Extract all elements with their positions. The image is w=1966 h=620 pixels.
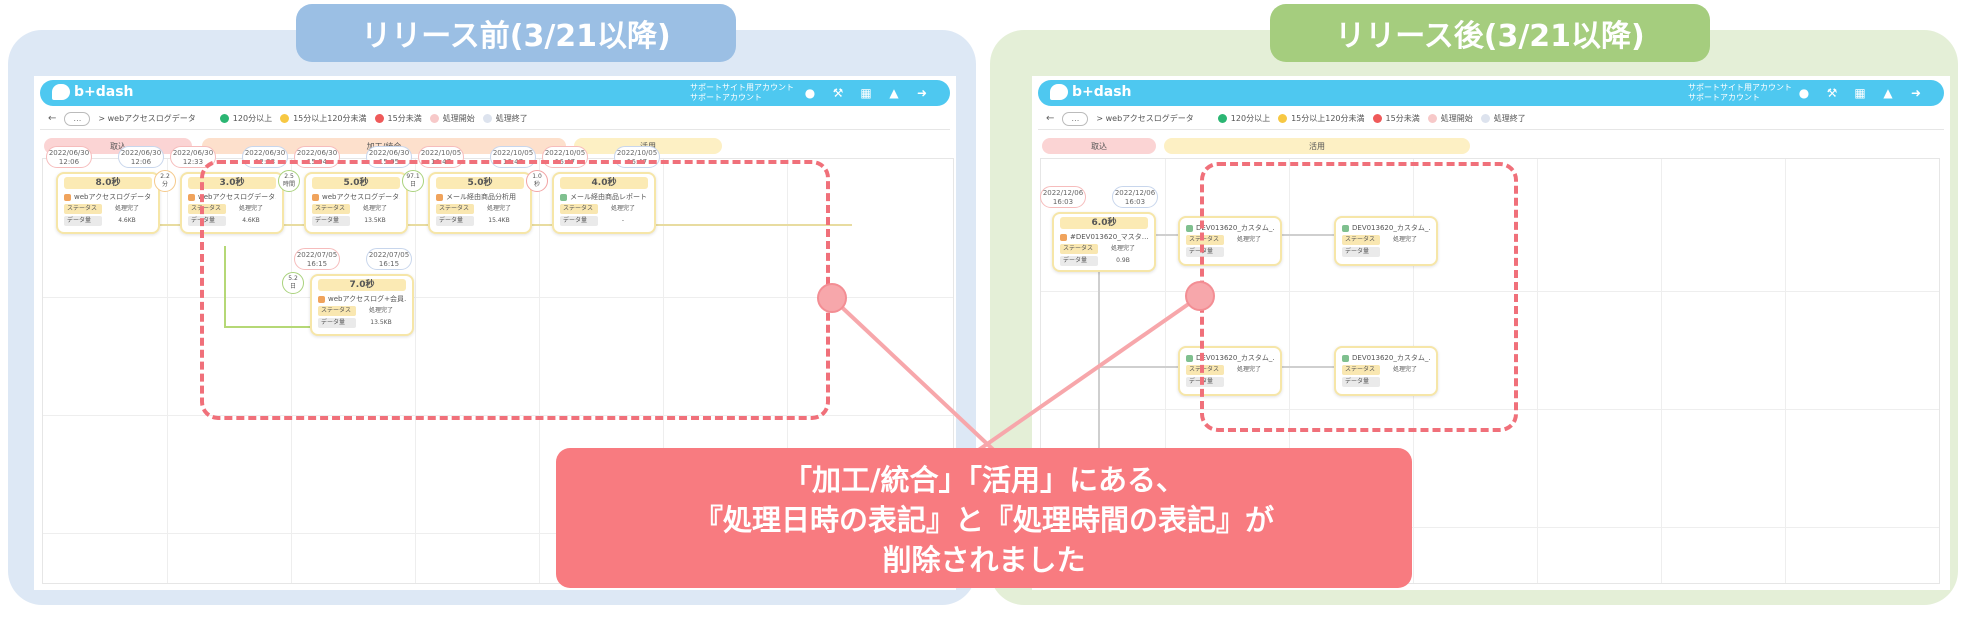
flow-card[interactable]: DEV013620_カスタム_… ステータス処理完了 データ量 bbox=[1334, 216, 1438, 266]
logo-icon bbox=[52, 84, 70, 100]
legend-item: 15分以上120分未満 bbox=[1278, 113, 1365, 124]
change-callout: 「加工/統合」「活用」にある、 『処理日時の表記』と『処理時間の表記』が 削除さ… bbox=[556, 448, 1412, 588]
logout-icon[interactable]: ➜ bbox=[1910, 86, 1922, 100]
chart-icon bbox=[1342, 354, 1349, 362]
grid-icon[interactable]: ▦ bbox=[860, 86, 872, 100]
breadcrumb: ← … > webアクセスログデータ 120分以上 15分以上120分未満 15… bbox=[40, 108, 950, 130]
end-time-label: 2022/12/06 16:03 bbox=[1112, 186, 1158, 208]
back-arrow-icon[interactable]: ← bbox=[1046, 113, 1055, 124]
flow-connector bbox=[224, 326, 310, 328]
chart-icon bbox=[560, 193, 567, 201]
legend-item: 15分未満 bbox=[374, 113, 422, 124]
folder-icon bbox=[188, 193, 195, 201]
bell-icon[interactable]: ● bbox=[1798, 86, 1810, 100]
bell-icon[interactable]: ● bbox=[804, 86, 816, 100]
megaphone-icon[interactable]: ▲ bbox=[889, 86, 899, 100]
start-time-label: 2022/12/06 16:03 bbox=[1040, 186, 1086, 208]
phase-use: 活用 bbox=[1164, 138, 1470, 154]
start-time-label: 2022/07/05 16:15 bbox=[294, 248, 340, 270]
account-info[interactable]: サポートサイト用アカウント サポートアカウント bbox=[1688, 83, 1792, 102]
flow-connector bbox=[1098, 266, 1100, 586]
end-time-label: 2022/06/30 12:06 bbox=[118, 146, 164, 168]
flow-card[interactable]: DEV013620_カスタム_… ステータス処理完了 データ量 bbox=[1334, 346, 1438, 396]
folder-icon bbox=[1060, 233, 1067, 241]
legend-item: 処理終了 bbox=[1480, 113, 1526, 124]
flow-canvas bbox=[1040, 158, 1940, 584]
legend-item: 処理開始 bbox=[1427, 113, 1473, 124]
interval-badge: 1.0 秒 bbox=[526, 170, 548, 192]
folder-icon bbox=[436, 193, 443, 201]
end-time-label: 2022/07/05 16:15 bbox=[366, 248, 412, 270]
legend-item: 処理開始 bbox=[429, 113, 475, 124]
more-button[interactable]: … bbox=[1062, 111, 1089, 126]
flow-card[interactable]: DEV013620_カスタム_… ステータス処理完了 データ量 bbox=[1178, 216, 1282, 266]
app-header: b+dash サポートサイト用アカウント サポートアカウント ● ⚒ ▦ ▲ ➜ bbox=[40, 80, 950, 106]
folder-icon bbox=[318, 295, 325, 303]
legend-item: 120分以上 bbox=[1217, 113, 1270, 124]
start-time-label: 2022/06/30 12:33 bbox=[170, 146, 216, 168]
account-info[interactable]: サポートサイト用アカウント サポートアカウント bbox=[690, 83, 794, 102]
back-arrow-icon[interactable]: ← bbox=[48, 113, 57, 124]
interval-badge: 97.1 日 bbox=[402, 170, 424, 192]
megaphone-icon[interactable]: ▲ bbox=[1883, 86, 1893, 100]
before-release-title: リリース前(3/21以降) bbox=[296, 4, 736, 62]
folder-icon bbox=[64, 193, 71, 201]
breadcrumb: ← … > webアクセスログデータ 120分以上 15分以上120分未満 15… bbox=[1038, 108, 1944, 130]
wrench-icon[interactable]: ⚒ bbox=[1826, 86, 1838, 100]
logo[interactable]: b+dash bbox=[52, 84, 134, 100]
legend-item: 処理終了 bbox=[482, 113, 528, 124]
flow-connector bbox=[224, 246, 226, 326]
logout-icon[interactable]: ➜ bbox=[916, 86, 928, 100]
app-header: b+dash サポートサイト用アカウント サポートアカウント ● ⚒ ▦ ▲ ➜ bbox=[1038, 80, 1944, 106]
logo-icon bbox=[1050, 84, 1068, 100]
phase-ingest: 取込 bbox=[1042, 138, 1156, 154]
interval-badge: 2.2 分 bbox=[154, 170, 176, 192]
chart-icon bbox=[1186, 224, 1193, 232]
legend-item: 120分以上 bbox=[219, 113, 272, 124]
wrench-icon[interactable]: ⚒ bbox=[832, 86, 844, 100]
interval-badge: 5.2 日 bbox=[282, 272, 304, 294]
chart-icon bbox=[1186, 354, 1193, 362]
chart-icon bbox=[1342, 224, 1349, 232]
legend-item: 15分未満 bbox=[1372, 113, 1420, 124]
logo[interactable]: b+dash bbox=[1050, 84, 1132, 100]
interval-badge: 2.5 時間 bbox=[278, 170, 300, 192]
more-button[interactable]: … bbox=[64, 111, 91, 126]
legend-item: 15分以上120分未満 bbox=[280, 113, 367, 124]
pointer-dot bbox=[1185, 281, 1215, 311]
start-time-label: 2022/06/30 12:06 bbox=[46, 146, 92, 168]
after-release-title: リリース後(3/21以降) bbox=[1270, 4, 1710, 62]
breadcrumb-page: > webアクセスログデータ bbox=[98, 114, 196, 123]
flow-card[interactable]: 4.0秒 メール経由商品レポート ステータス処理完了 データ量- bbox=[552, 172, 656, 234]
breadcrumb-page: > webアクセスログデータ bbox=[1096, 114, 1194, 123]
pointer-dot bbox=[817, 283, 847, 313]
grid-icon[interactable]: ▦ bbox=[1854, 86, 1866, 100]
folder-icon bbox=[312, 193, 319, 201]
